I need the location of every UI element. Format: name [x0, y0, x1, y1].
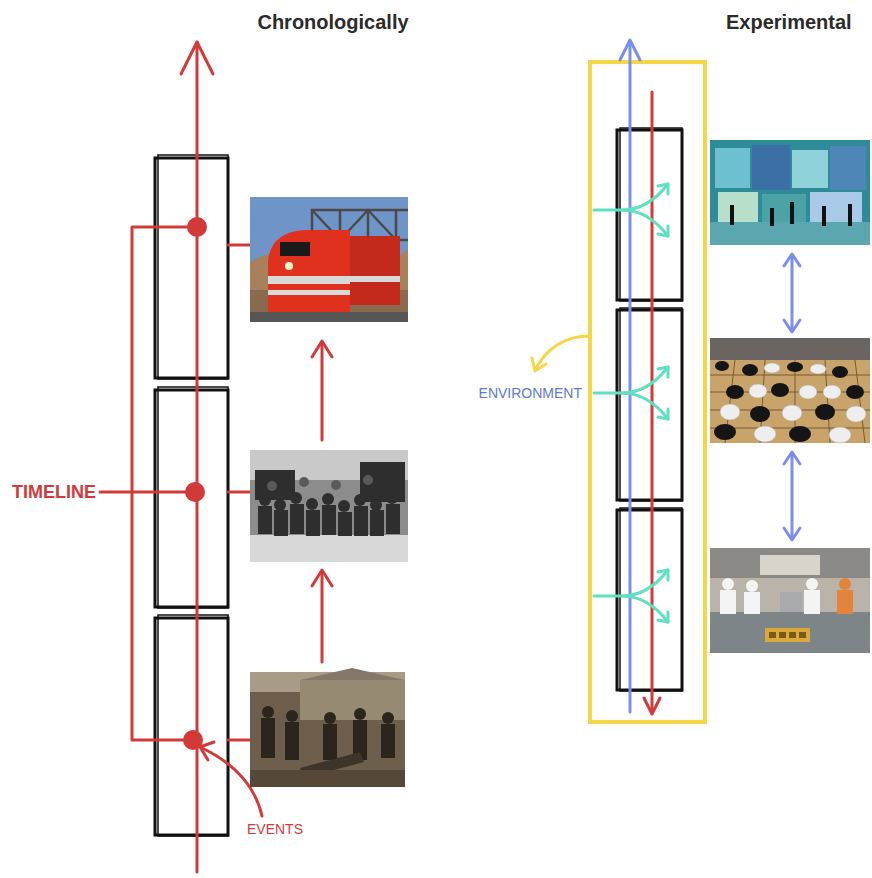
timeline-label-holder: TIMELINE [12, 482, 96, 503]
column-heading-holder: Chronologically [257, 11, 408, 34]
events-label: EVENTS [247, 821, 303, 837]
segment-boxes [155, 155, 228, 836]
environment-label-holder: ENVIRONMENT [479, 384, 582, 402]
environment-pointer [532, 336, 590, 371]
environment-arrows [594, 184, 668, 622]
column-heading-holder: Experimental [726, 11, 852, 34]
environment-frame [590, 62, 705, 722]
experiment-boxes [617, 128, 682, 691]
event-dots [183, 217, 207, 750]
timeline-label: TIMELINE [12, 482, 96, 503]
train-photo [250, 197, 408, 322]
flow-lines [620, 40, 660, 714]
column-heading: Chronologically [257, 11, 408, 34]
column-heading: Experimental [726, 11, 852, 34]
go-board-photo [710, 338, 870, 443]
miners-photo [250, 668, 405, 787]
gallery-photo [710, 140, 870, 245]
kitchen-photo [710, 548, 870, 653]
ceremony-photo [250, 450, 408, 562]
events-label-holder: EVENTS [247, 820, 303, 838]
environment-label: ENVIRONMENT [479, 385, 582, 401]
